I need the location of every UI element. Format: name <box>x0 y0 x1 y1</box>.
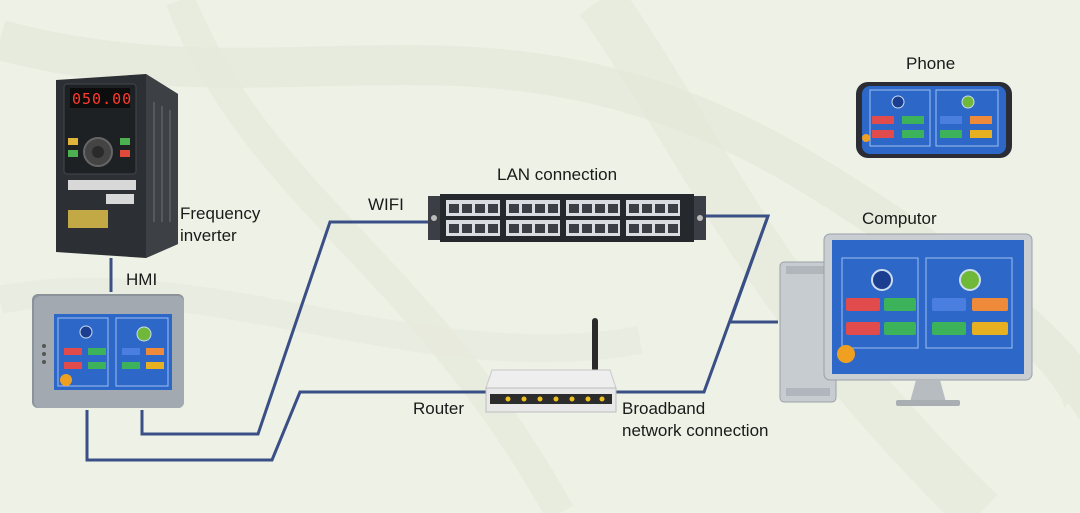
hmi-panel <box>32 294 184 408</box>
wire-hmi-wifi <box>140 220 428 436</box>
frequency-inverter-label-line2: inverter <box>180 226 237 245</box>
frequency-inverter <box>56 74 178 258</box>
inverter-display: 050.00 <box>72 90 133 108</box>
phone-device <box>856 82 1012 158</box>
router-label: Router <box>413 399 465 418</box>
hmi-label: HMI <box>126 270 158 289</box>
wifi-label: WIFI <box>368 195 404 214</box>
lan-switch <box>428 194 706 242</box>
broadband-label-line1: Broadband <box>622 399 706 418</box>
frequency-inverter-label-line1: Frequency <box>180 204 261 223</box>
wire-lan-computer <box>704 214 778 324</box>
wire-hmi-router <box>85 390 488 462</box>
wire-router-lan <box>616 215 770 394</box>
router-device <box>485 318 617 413</box>
broadband-label-line2: network connection <box>622 421 769 440</box>
phone-label: Phone <box>906 54 956 73</box>
computer-label: Computor <box>862 209 937 228</box>
lan-connection-label: LAN connection <box>497 165 618 184</box>
computer-device <box>779 233 1033 406</box>
